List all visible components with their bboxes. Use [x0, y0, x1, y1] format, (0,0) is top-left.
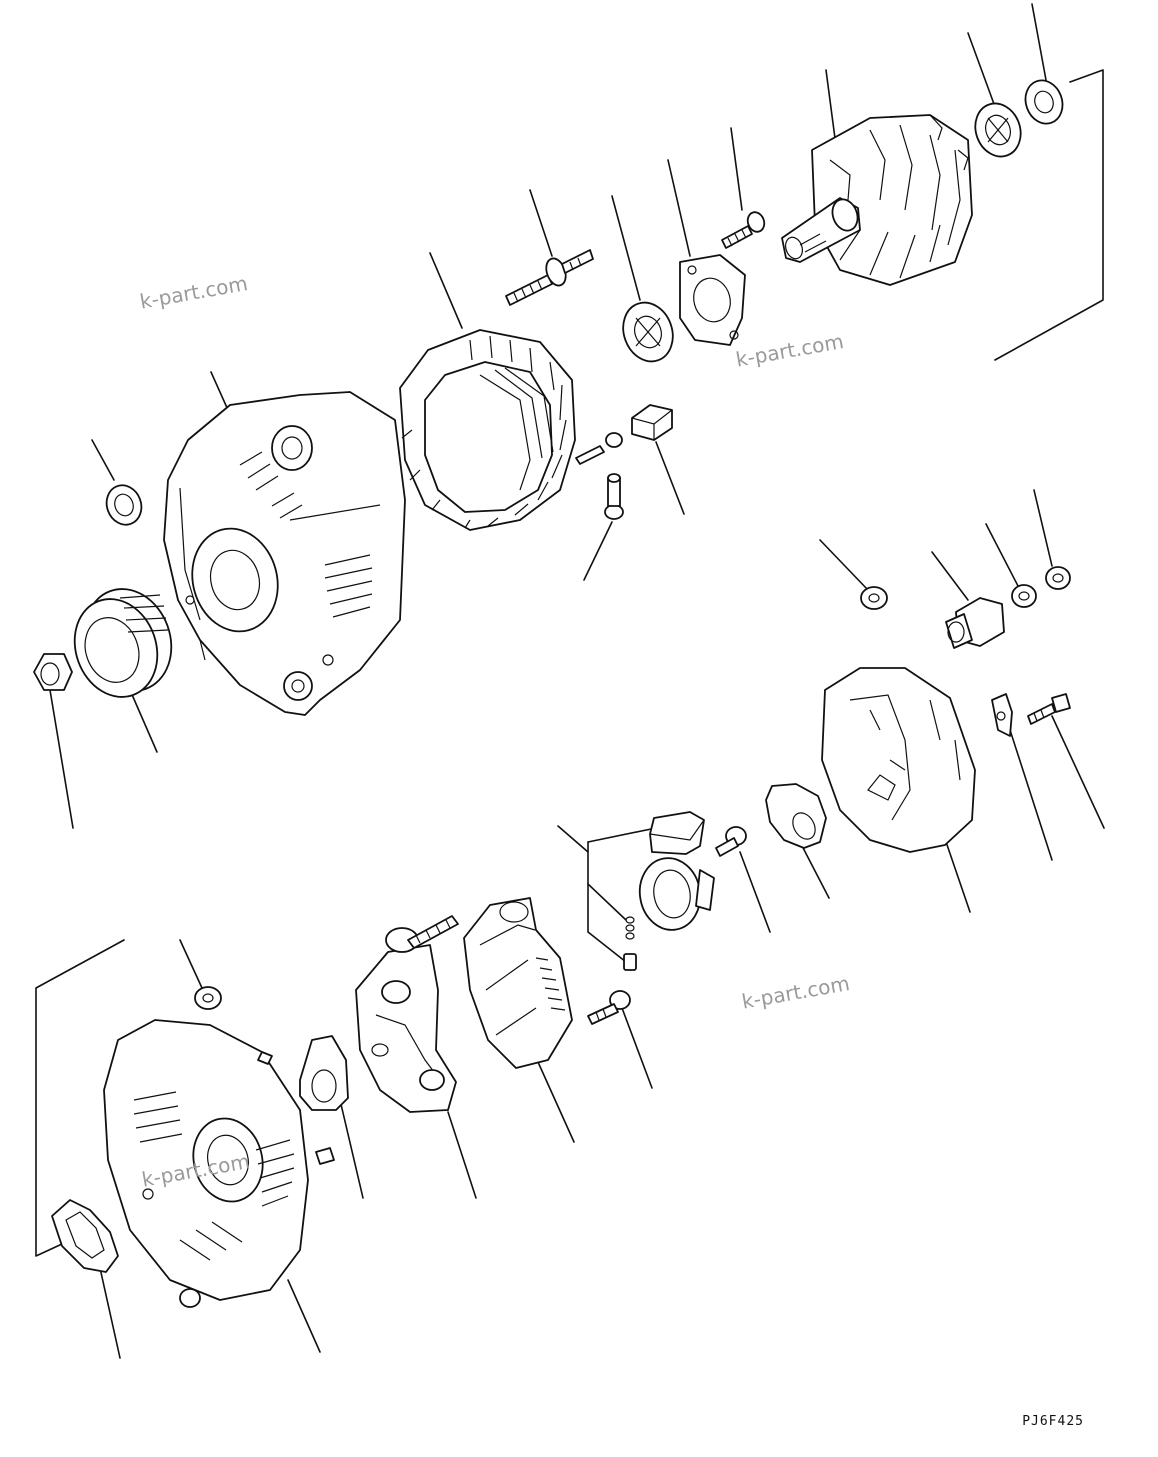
insulator-washer — [299, 1035, 349, 1111]
stud-bolt — [505, 249, 594, 306]
brush — [623, 953, 637, 971]
retainer-screw — [721, 211, 766, 249]
rear-cover — [821, 667, 976, 853]
regulator-screw — [587, 990, 631, 1025]
terminal-screw — [604, 473, 624, 520]
terminal-nut-3 — [1045, 566, 1071, 590]
bearing-cover-washer — [1024, 79, 1064, 125]
drive-end-frame — [163, 391, 406, 716]
front-bearing — [622, 301, 674, 363]
holder-screw — [715, 826, 747, 857]
voltage-regulator — [463, 897, 573, 1069]
rear-bearing — [974, 102, 1022, 158]
frame-nut — [194, 986, 222, 1010]
brush-holder — [638, 811, 715, 931]
cover-bolt — [1027, 693, 1071, 725]
terminal-bushing — [945, 597, 1005, 649]
rectifier-assembly — [355, 915, 459, 1113]
leader-lines-lower — [35, 489, 1105, 1359]
brush-seal-plate — [765, 783, 827, 849]
terminal-insulator — [631, 404, 673, 441]
cover-gasket — [51, 1199, 119, 1273]
pulley — [73, 588, 173, 698]
rotor-assembly — [781, 114, 973, 286]
terminal-nut-2 — [1011, 584, 1037, 608]
pulley-nut — [33, 653, 73, 691]
spacer-collar — [105, 484, 143, 526]
brush-spring — [625, 916, 635, 940]
bearing-retainer-plate — [679, 254, 746, 346]
drawing-code: PJ6F425 — [1022, 1414, 1084, 1429]
leader-lines-upper — [49, 3, 1104, 829]
rectifier-end-frame — [103, 1019, 335, 1308]
stator-assembly — [399, 329, 623, 531]
terminal-nut-1 — [860, 586, 888, 610]
wire-clip — [991, 693, 1013, 737]
